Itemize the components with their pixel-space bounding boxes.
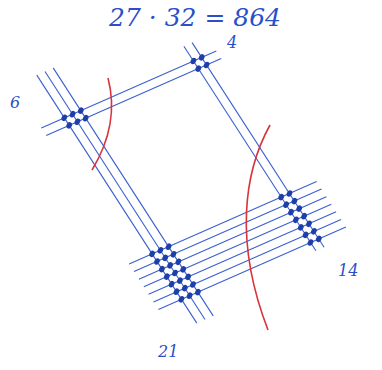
crossing-dot	[65, 121, 73, 129]
stick-line	[158, 227, 346, 310]
crossing-dot	[295, 204, 303, 212]
crossing-dot	[181, 284, 189, 292]
partial-product: 14	[338, 262, 358, 280]
crossing-dot	[194, 64, 202, 72]
crossing-dot	[176, 276, 184, 284]
crossing-dot	[198, 53, 206, 61]
crossing-dot	[174, 258, 182, 266]
crossing-dot	[297, 223, 305, 231]
crossing-dot	[310, 227, 318, 235]
stick-line	[149, 212, 337, 294]
crossing-dot	[153, 257, 161, 265]
crossing-dots	[60, 53, 322, 303]
red-separator	[92, 78, 112, 170]
crossing-dot	[189, 57, 197, 65]
equation-title: 27 · 32 = 864	[109, 4, 281, 32]
stick-line	[37, 75, 197, 323]
crossing-dot	[287, 208, 295, 216]
crossing-dot	[184, 273, 192, 281]
crossing-dot	[156, 246, 164, 254]
red-separator	[246, 125, 270, 330]
crossing-dot	[179, 265, 187, 273]
crossing-dot	[203, 61, 211, 69]
crossing-dot	[161, 254, 169, 262]
crossing-dot	[186, 291, 194, 299]
crossing-dot	[173, 287, 181, 295]
crossing-dot	[158, 265, 166, 273]
crossing-dot	[69, 110, 77, 118]
crossing-dot	[166, 261, 174, 269]
crossing-dot	[290, 197, 298, 205]
crossing-dot	[286, 189, 294, 197]
stick-line	[53, 68, 213, 316]
crossing-dot	[177, 295, 185, 303]
crossing-dot	[82, 114, 90, 122]
crossing-dot	[302, 231, 310, 239]
crossing-dot	[148, 250, 156, 258]
partial-product: 21	[158, 343, 178, 361]
stick-lines	[37, 43, 346, 324]
crossing-dot	[307, 238, 315, 246]
crossing-dot	[170, 250, 178, 258]
crossing-dot	[165, 242, 173, 250]
crossing-dot	[171, 269, 179, 277]
crossing-dot	[305, 220, 313, 228]
crossing-dot	[60, 114, 68, 122]
stick-line	[45, 72, 205, 320]
crossing-dot	[168, 280, 176, 288]
crossing-dot	[292, 216, 300, 224]
crossing-dot	[194, 288, 202, 296]
crossing-dot	[277, 193, 285, 201]
stick-line	[41, 51, 216, 128]
partial-product: 6	[10, 94, 20, 112]
crossing-dot	[73, 118, 81, 126]
crossing-dot	[282, 200, 290, 208]
partial-product: 4	[227, 34, 237, 52]
stick-line	[46, 59, 221, 136]
crossing-dot	[315, 235, 323, 243]
crossing-dot	[77, 106, 85, 114]
crossing-dot	[300, 212, 308, 220]
crossing-dot	[189, 280, 197, 288]
crossing-dot	[163, 272, 171, 280]
